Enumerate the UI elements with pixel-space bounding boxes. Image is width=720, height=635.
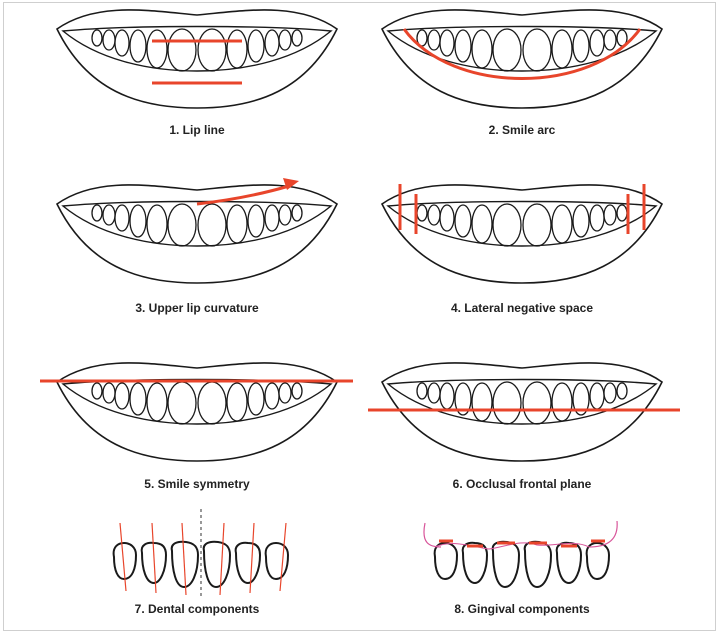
panel-smile-symmetry: [40, 362, 353, 462]
panel-lateral-negative-space: [381, 184, 663, 284]
panel-smile-arc: [381, 9, 663, 109]
caption-lip-line: 1. Lip line: [169, 123, 225, 137]
caption-smile-arc: 2. Smile arc: [488, 123, 556, 137]
caption-gingival-components: 8. Gingival components: [454, 602, 590, 616]
caption-lateral-negative-space: 4. Lateral negative space: [450, 301, 594, 315]
panel-occlusal-frontal-plane: [368, 362, 680, 462]
caption-upper-lip-curvature: 3. Upper lip curvature: [135, 301, 259, 315]
caption-smile-symmetry: 5. Smile symmetry: [144, 477, 250, 491]
panel-gingival-components: [423, 520, 618, 588]
panel-lip-line: [56, 9, 338, 109]
panel-dental-components: [112, 509, 289, 599]
caption-dental-components: 7. Dental components: [134, 602, 260, 616]
panel-upper-lip-curvature: [56, 178, 338, 284]
caption-occlusal-frontal-plane: 6. Occlusal frontal plane: [452, 477, 592, 491]
figure-frame: [3, 2, 716, 631]
